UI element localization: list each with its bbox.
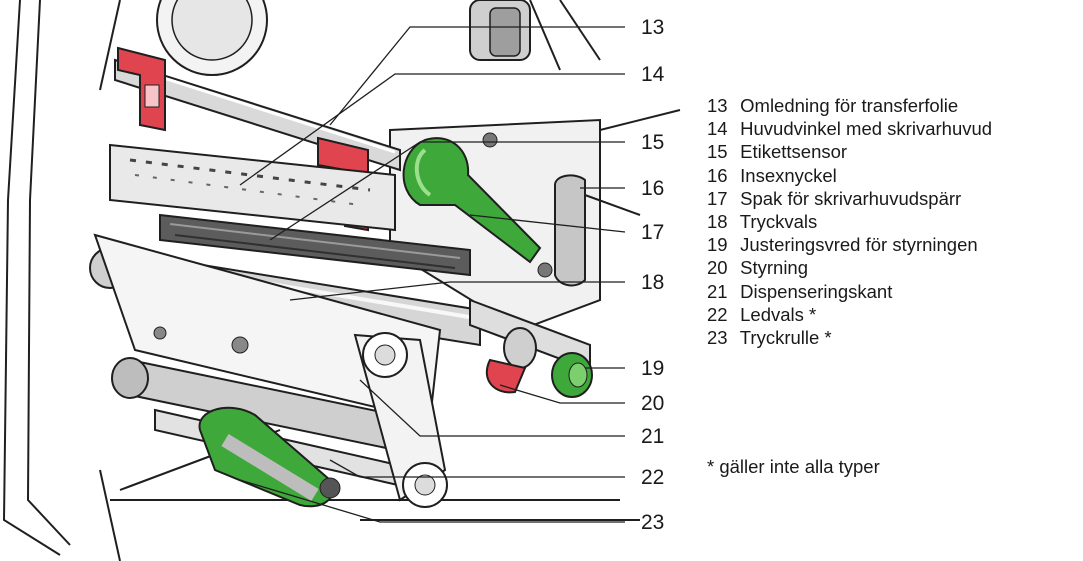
leader-line-20 [499, 384, 625, 404]
red-bracket-left [117, 46, 166, 132]
leader-line-18 [289, 281, 625, 301]
callout-number-13: 13 [641, 16, 664, 39]
legend-item-label: Dispenseringskant [735, 280, 893, 302]
leader-line-13 [329, 26, 625, 126]
legend-item-number: 22 [707, 303, 728, 325]
callout-number-22: 22 [641, 466, 664, 489]
legend-item: 20 Styrning [707, 256, 1077, 279]
printhead-lock-lever [402, 137, 542, 264]
legend-item: 22 Ledvals * [707, 303, 1077, 326]
legend-item-label: Spak för skrivarhuvudspärr [735, 187, 962, 209]
leader-line-14 [239, 73, 625, 186]
callout-number-23: 23 [641, 511, 664, 534]
legend-item-number: 14 [707, 118, 728, 140]
callout-number-17: 17 [641, 221, 664, 244]
legend-item: 13 Omledning för transferfolie [707, 94, 1077, 117]
legend-item: 23 Tryckrulle * [707, 326, 1077, 349]
legend-item: 17 Spak för skrivarhuvudspärr [707, 187, 1077, 210]
callout-number-18: 18 [641, 271, 664, 294]
callout-leader-lines [239, 26, 626, 523]
legend-item-number: 13 [707, 95, 728, 116]
legend-item-number: 19 [707, 234, 728, 256]
pressure-roller [198, 406, 341, 508]
ribbon-gear [156, 0, 531, 76]
leader-line-22 [329, 459, 625, 478]
legend-item: 21 Dispenseringskant [707, 280, 1077, 303]
legend-item-number: 15 [707, 141, 728, 163]
leader-line-21 [359, 379, 625, 437]
legend-item-label: Styrning [735, 257, 809, 279]
legend-item-label: Justeringsvred för styrningen [735, 234, 978, 256]
legend-item-number: 16 [707, 164, 728, 186]
callout-number-16: 16 [641, 177, 664, 200]
callout-number-19: 19 [641, 357, 664, 380]
callout-number-15: 15 [641, 131, 664, 154]
red-guide [485, 358, 527, 394]
legend-item-number: 18 [707, 211, 728, 233]
leader-line-15 [269, 141, 625, 241]
leader-line-23 [239, 479, 625, 523]
legend-item-number: 20 [707, 257, 728, 279]
legend-item-number: 17 [707, 187, 728, 209]
legend-item-label: Tryckrulle * [735, 327, 832, 349]
legend-item: 18 Tryckvals [707, 210, 1077, 233]
footnote: * gäller inte alla typer [707, 456, 880, 477]
legend-item: 19 Justeringsvred för styrningen [707, 233, 1077, 256]
callout-number-14: 14 [641, 63, 665, 86]
leader-line-17 [469, 214, 626, 233]
legend-item-label: Huvudvinkel med skrivarhuvud [735, 118, 993, 140]
callout-number-21: 21 [641, 425, 664, 448]
legend-item-label: Etikettsensor [735, 141, 848, 163]
legend-item-number: 23 [707, 327, 728, 349]
hex-key [554, 174, 641, 287]
callout-numbers: 13 14 15 16 17 18 19 20 21 22 23 [641, 16, 665, 534]
legend-item-number: 21 [707, 280, 728, 302]
printhead-strip [159, 213, 471, 277]
legend-item-label: Ledvals * [735, 303, 817, 325]
callout-number-20: 20 [641, 392, 664, 415]
adjustment-knob [551, 352, 593, 398]
printhead-angle [109, 143, 396, 232]
legend-item-label: Insexnyckel [735, 164, 837, 186]
legend-item: 14 Huvudvinkel med skrivarhuvud [707, 117, 1077, 140]
legend-item: 15 Etikettsensor [707, 140, 1077, 163]
legend-item-label: Omledning för transferfolie [735, 95, 959, 116]
legend-item: 16 Insexnyckel [707, 164, 1077, 187]
legend-item-label: Tryckvals [735, 211, 818, 233]
